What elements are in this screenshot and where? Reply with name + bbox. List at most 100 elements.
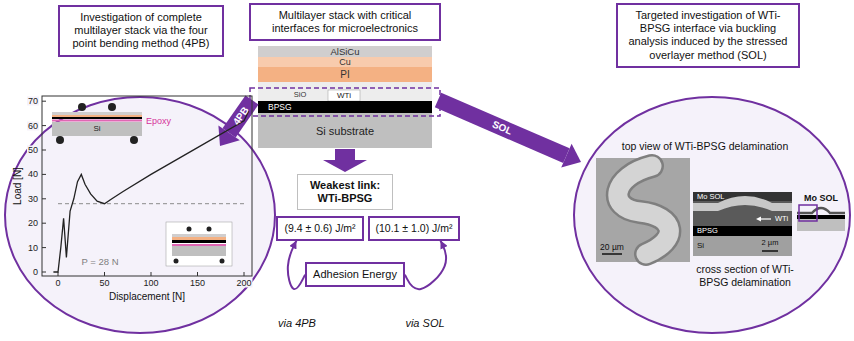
support-pin (174, 259, 179, 264)
axis-ticks (42, 101, 244, 276)
method-arrow (438, 100, 566, 156)
value-box: (10.1 ± 1.0) J/m² (368, 216, 461, 241)
curved-arrow (405, 241, 446, 290)
image-caption: cross section of WTi-BPSG delamination (685, 263, 805, 288)
buckle-blister (618, 166, 670, 254)
layer-label: AlSiCu (330, 47, 359, 57)
axis-tick: 150 (189, 279, 206, 288)
chart-frame (42, 96, 252, 276)
beam-layer (52, 122, 142, 136)
result-box: Weakest link: WTi-BPSG (297, 174, 393, 210)
layer-label: WTi (337, 92, 351, 100)
stack-layer (258, 113, 432, 148)
buckle-blister (618, 166, 670, 254)
layer-label: Si (697, 242, 704, 250)
loading-pin (207, 227, 212, 232)
axis-tick: 0 (54, 279, 61, 288)
layer-label: Cu (339, 58, 351, 67)
stack-layer (258, 101, 432, 113)
beam-layer (52, 117, 142, 119)
method-box: Investigation of complete multilayer sta… (58, 5, 224, 57)
scale-bar (602, 253, 622, 255)
box-text: (9.4 ± 0.6) J/m² (284, 222, 355, 235)
stack-layer (328, 90, 360, 101)
critical-load-line (58, 203, 244, 204)
layer-label: Mo SOL (804, 194, 838, 203)
axis-tick: 50 (98, 279, 110, 288)
layer-label: Si (93, 125, 100, 133)
axis-tick: 0 (32, 268, 39, 277)
support-pin (130, 136, 138, 144)
stack-inset (172, 246, 226, 256)
mo-layer (797, 208, 845, 213)
axis-tick: 10 (27, 243, 39, 252)
axis-tick: 60 (27, 121, 39, 130)
stack-layer (258, 82, 432, 101)
loading-pin (78, 103, 86, 111)
loading-pin (108, 103, 116, 111)
micrograph (693, 192, 792, 256)
axis-tick: 70 (27, 97, 39, 106)
image-caption: top view of WTi-BPSG delamination (622, 141, 789, 152)
interface-highlight (250, 88, 440, 116)
scale-label: 20 µm (600, 243, 624, 252)
scale-bar (762, 250, 778, 252)
box-text: Adhesion Energy (313, 268, 397, 281)
layer-label: PI (340, 70, 349, 80)
quantity-box: Adhesion Energy (305, 262, 405, 287)
box-text: Investigation of complete multilayer sta… (66, 11, 216, 51)
value-box: (9.4 ± 0.6) J/m² (276, 216, 363, 241)
layer-label: BPSG (268, 103, 292, 112)
pointer-arrow (756, 217, 761, 222)
layer-label: SiO (294, 91, 307, 99)
axis-tick: 200 (235, 279, 252, 288)
stack-inset (172, 237, 226, 240)
axis-title: Load [N] (13, 167, 23, 205)
edge-label: via 4PB (276, 318, 318, 329)
axis-tick: 100 (142, 279, 159, 288)
bpsg-layer (797, 215, 845, 219)
axis-tick: 40 (27, 170, 39, 179)
method-arrow (218, 125, 239, 145)
micrograph (596, 158, 690, 262)
layer-label: Si substrate (316, 126, 374, 137)
bpsg-layer (693, 226, 792, 236)
support-pin (220, 259, 225, 264)
beam-layer (52, 112, 142, 115)
pointer-arrow (760, 218, 771, 219)
stack-layer (258, 67, 432, 82)
layer-label: WTi (775, 215, 788, 223)
si-layer (693, 236, 792, 256)
detail-marker (799, 205, 817, 221)
heading-box: Multilayer stack with critical interface… (249, 3, 441, 41)
annotation: P = 28 N (81, 257, 118, 267)
axis-tick: 20 (27, 219, 39, 228)
stack-layer (258, 46, 432, 57)
layer-label: BPSG (697, 227, 718, 235)
box-text: (10.1 ± 1.0) J/m² (376, 222, 453, 235)
axis-title: Displacement [N] (109, 292, 185, 302)
axis-tick: 50 (27, 146, 39, 155)
curved-arrow (288, 241, 305, 290)
method-arrow (561, 144, 581, 168)
edge-label: via SOL (403, 318, 446, 329)
box-text: Weakest link: WTi-BPSG (304, 179, 386, 205)
loading-pin (187, 227, 192, 232)
beam-layer (52, 115, 142, 117)
stack-layer (258, 57, 432, 67)
method-ellipse (5, 97, 275, 333)
box-text: Targeted investigation of WTi-BPSG inter… (624, 9, 792, 62)
stack-inset (172, 234, 226, 237)
stack-inset (166, 222, 232, 266)
support-pin (56, 136, 64, 144)
method-ellipse (574, 97, 850, 333)
axis-tick: 30 (27, 194, 39, 203)
down-arrow (323, 149, 367, 172)
epoxy-layer (52, 120, 142, 122)
method-box: Targeted investigation of WTi-BPSG inter… (616, 3, 800, 68)
scale-label: 2 µm (762, 239, 779, 247)
stack-inset (172, 244, 226, 246)
layer-label: Epoxy (146, 116, 171, 125)
stack-inset (172, 240, 226, 243)
box-text: Multilayer stack with critical interface… (257, 9, 433, 35)
